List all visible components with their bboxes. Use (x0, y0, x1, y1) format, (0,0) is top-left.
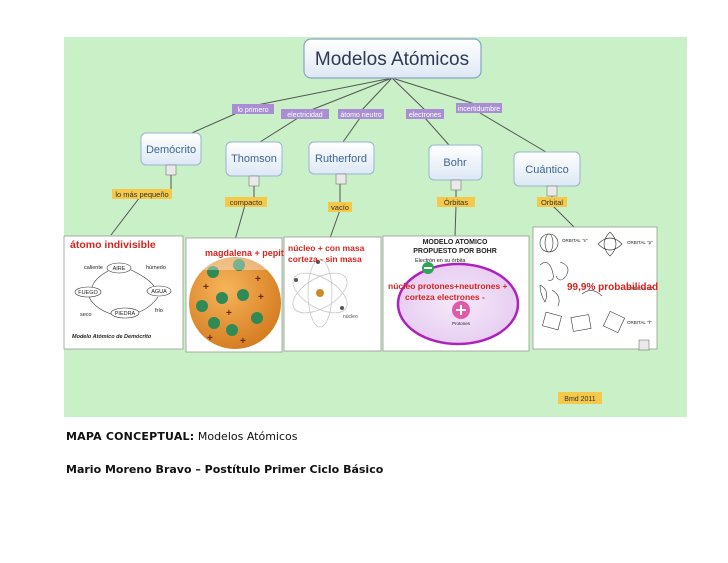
electron (316, 260, 320, 264)
card-title: átomo indivisible (70, 239, 156, 251)
caption-line-2: Mario Moreno Bravo – Postítulo Primer Ci… (66, 463, 384, 476)
bohr-title-1: MODELO ATOMICO (423, 239, 488, 246)
node-label: Thomson (231, 153, 277, 165)
element-node (146, 285, 172, 297)
relation-label: frío (155, 308, 163, 314)
label-backdrop (196, 246, 272, 270)
card-caption: Modelo Atómico de Demócrito (72, 334, 152, 340)
connector-label: electrones (409, 112, 442, 119)
note-icon[interactable] (546, 185, 558, 197)
relation-label: caliente (84, 265, 103, 271)
element-node (106, 262, 132, 274)
electron (294, 278, 298, 282)
node-democrito[interactable]: Demócrito (140, 132, 202, 176)
node-bohr[interactable]: Bohr (428, 144, 483, 191)
caption-line-1: MAPA CONCEPTUAL: Modelos Atómicos (66, 430, 298, 443)
map-title: Modelos Atómicos (315, 49, 469, 70)
minus-sign (424, 267, 432, 269)
link-label-box (328, 202, 352, 212)
rutherford-label-1: núcleo + con masa (288, 243, 365, 253)
orbital-label: ORBITAL "s" (562, 238, 588, 243)
proton-signs: + + + + + + (203, 274, 264, 347)
svg-text:+: + (203, 282, 209, 293)
node-label: Bohr (443, 157, 467, 169)
node-label: Demócrito (146, 144, 196, 156)
node-thomson[interactable]: Thomson (225, 141, 283, 187)
connector-label-box (406, 109, 444, 119)
connector-label-box (281, 109, 329, 119)
bohr-label-2: corteza electrones - (405, 292, 485, 302)
link-label-box (437, 197, 475, 207)
orbital-label: ORBITAL "d" (627, 286, 653, 291)
link-label: compacto (230, 198, 263, 207)
card-thomson[interactable]: + + + + + + magdalena + pepitas - (185, 237, 299, 353)
footer-tag: Bmd 2011 (558, 392, 602, 404)
element-label: PIEDRA (115, 311, 136, 317)
cuantico-label: 99,9% probabilidad (567, 282, 658, 293)
node-rutherford[interactable]: Rutherford (308, 141, 375, 185)
relation-label: seco (80, 312, 92, 318)
svg-text:+: + (207, 333, 213, 344)
orbital-sketches (539, 231, 626, 334)
card-cuantico[interactable]: ORBITAL "s" ORBITAL "p" ORBITAL "d" ORBI… (532, 226, 658, 350)
link-label-box (225, 197, 267, 207)
note-icon[interactable] (638, 339, 650, 351)
svg-text:+: + (226, 308, 232, 319)
node-label: Cuántico (525, 164, 568, 176)
note-icon[interactable] (450, 179, 462, 191)
element-label: AIRE (113, 266, 126, 272)
note-icon[interactable] (165, 164, 177, 176)
connector-label: incertidumbre (458, 106, 501, 113)
link-label: lo más pequeño (115, 190, 168, 199)
bohr-small-label: Protones (452, 321, 471, 326)
orbital-label: ORBITAL "f" (627, 320, 652, 325)
connector-label: átomo neutro (340, 112, 381, 119)
connector-labels: lo primero electricidad átomo neutro ele… (232, 103, 502, 119)
note-icon[interactable] (248, 175, 260, 187)
element-arrows (88, 269, 159, 315)
orbital-label: ORBITAL "p" (627, 240, 653, 245)
bohr-label-1: núcleo protones+neutrones + (388, 281, 508, 291)
note-icon[interactable] (335, 173, 347, 185)
footer-tag-text: Bmd 2011 (564, 396, 595, 403)
element-node (74, 286, 102, 298)
bohr-subtitle: Electrón en su órbita (415, 258, 466, 264)
element-label: AGUA (151, 289, 167, 295)
caption-bold: MAPA CONCEPTUAL: (66, 430, 195, 443)
thomson-label: magdalena + pepitas - (205, 248, 299, 258)
title-node[interactable]: Modelos Atómicos (303, 38, 482, 79)
connector-label: electricidad (287, 112, 323, 119)
connector-lines (110, 77, 576, 241)
connector-label-box (456, 103, 502, 113)
card-bohr[interactable]: MODELO ATOMICO PROPUESTO POR BOHR Electr… (382, 235, 530, 352)
link-label: vacío (331, 203, 349, 212)
link-label-box (112, 189, 172, 199)
link-label: Órbitas (444, 198, 468, 207)
rutherford-label-2: corteza - sin masa (288, 254, 362, 264)
relation-label: húmedo (146, 265, 166, 271)
card-rutherford[interactable]: núcleo núcleo + con masa corteza - sin m… (283, 236, 382, 352)
electron-orbits (292, 258, 348, 328)
node-label: Rutherford (315, 153, 367, 165)
connector-label: lo primero (237, 107, 268, 114)
plus-sign-v (460, 305, 462, 315)
connector-label-box (232, 104, 274, 114)
node-cuantico[interactable]: Cuántico (513, 151, 581, 197)
caption-rest: Modelos Atómicos (194, 430, 298, 443)
bohr-title-2: PROPUESTO POR BOHR (413, 248, 497, 255)
link-label: Orbital (541, 198, 563, 207)
electron-dots (196, 259, 263, 336)
svg-text:+: + (240, 336, 246, 347)
nucleus-small-label: núcleo (343, 314, 358, 320)
card-democrito[interactable]: átomo indivisible AIRE FUEGO AGUA PIEDRA… (63, 235, 184, 350)
nucleus (316, 289, 324, 297)
element-node (110, 307, 140, 319)
svg-text:+: + (255, 274, 261, 285)
element-label: FUEGO (78, 290, 98, 296)
electron (340, 306, 344, 310)
connector-label-box (338, 109, 384, 119)
link-label-box (537, 197, 567, 207)
svg-text:+: + (258, 292, 264, 303)
